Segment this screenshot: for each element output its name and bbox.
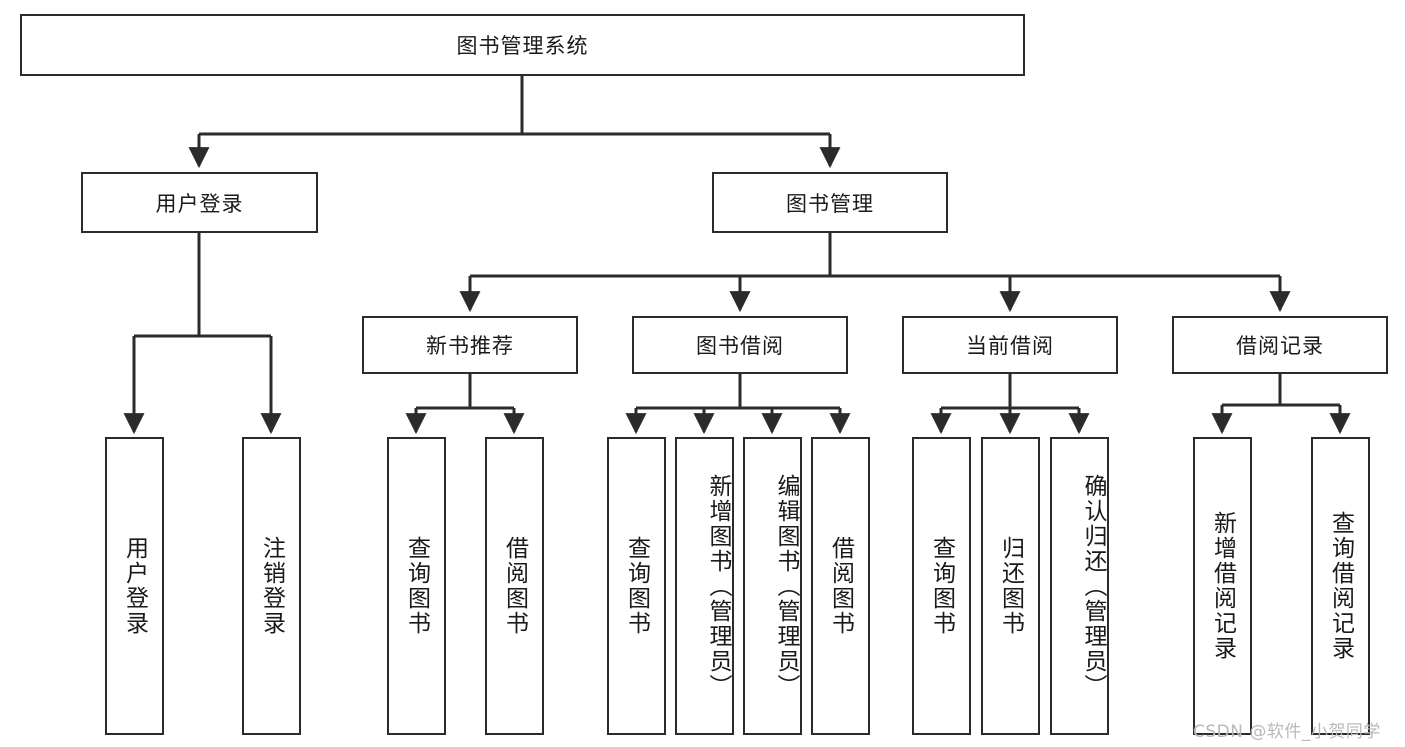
node-book-management[interactable]: 图书管理 xyxy=(712,172,948,233)
leaf-borrow-record-query[interactable]: 查询借阅记录 xyxy=(1311,437,1370,735)
leaf-current-borrow-return[interactable]: 归还图书 xyxy=(981,437,1040,735)
csdn-watermark: CSDN @软件_小贺同学 xyxy=(1193,722,1381,742)
node-user-login[interactable]: 用户登录 xyxy=(81,172,318,233)
node-root-system[interactable]: 图书管理系统 xyxy=(20,14,1025,76)
leaf-user-login-signin[interactable]: 用户登录 xyxy=(105,437,164,735)
node-borrow-record[interactable]: 借阅记录 xyxy=(1172,316,1388,374)
node-current-borrow[interactable]: 当前借阅 xyxy=(902,316,1118,374)
leaf-book-borrow-query[interactable]: 查询图书 xyxy=(607,437,666,735)
leaf-current-borrow-confirm-return[interactable]: 确认归还（管理员） xyxy=(1050,437,1109,735)
leaf-book-borrow-lend[interactable]: 借阅图书 xyxy=(811,437,870,735)
node-book-borrow[interactable]: 图书借阅 xyxy=(632,316,848,374)
leaf-current-borrow-query[interactable]: 查询图书 xyxy=(912,437,971,735)
leaf-new-book-query[interactable]: 查询图书 xyxy=(387,437,446,735)
leaf-borrow-record-add[interactable]: 新增借阅记录 xyxy=(1193,437,1252,735)
leaf-book-borrow-add[interactable]: 新增图书（管理员） xyxy=(675,437,734,735)
leaf-book-borrow-edit[interactable]: 编辑图书（管理员） xyxy=(743,437,802,735)
leaf-new-book-borrow[interactable]: 借阅图书 xyxy=(485,437,544,735)
leaf-user-login-signout[interactable]: 注销登录 xyxy=(242,437,301,735)
node-new-book-recommend[interactable]: 新书推荐 xyxy=(362,316,578,374)
